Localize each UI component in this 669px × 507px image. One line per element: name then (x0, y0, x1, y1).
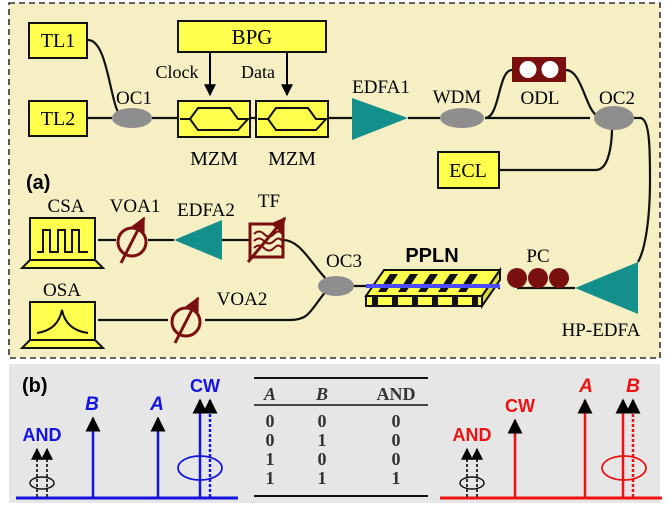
pc-controller (507, 268, 569, 288)
table-cell: 1 (318, 430, 327, 450)
voa2-attenuator (170, 296, 202, 344)
table-cell: 1 (266, 449, 275, 469)
table-cell: 1 (266, 468, 275, 488)
table-cell: 0 (318, 449, 327, 469)
table-cell: 0 (392, 411, 401, 431)
mzm1-label: MZM (190, 148, 238, 170)
panel-b-bg (9, 364, 660, 503)
edfa2-label: EDFA2 (177, 200, 235, 221)
table-cell: 0 (392, 449, 401, 469)
voa2-label: VOA2 (217, 289, 268, 310)
tf-label: TF (258, 191, 280, 212)
edfa1-label: EDFA1 (352, 77, 410, 98)
osa-label: OSA (43, 280, 81, 301)
table-header-b: B (315, 384, 328, 404)
hp-edfa-label: HP-EDFA (562, 320, 641, 341)
csa-label: CSA (48, 196, 85, 217)
table-cell: 0 (392, 430, 401, 450)
osa-analyzer (19, 301, 106, 349)
hp-edfa-amplifier (575, 262, 638, 314)
pc-label: PC (526, 246, 549, 267)
panel-a-label: (a) (26, 172, 50, 194)
bpg-box (177, 20, 327, 53)
ppln-crystal (364, 266, 502, 310)
table-cell: 1 (392, 468, 401, 488)
ecl-box (437, 151, 500, 189)
mzm2-label: MZM (268, 148, 316, 170)
table-cell: 0 (266, 411, 275, 431)
blue-b-label: B (85, 394, 99, 415)
red-cw-label: CW (505, 396, 535, 416)
red-and-label: AND (453, 425, 492, 445)
blue-a-label: A (149, 394, 164, 415)
panel-a-frame (8, 2, 661, 359)
tl1-label: TL1 (41, 30, 75, 52)
ppln-label: PPLN (405, 245, 458, 267)
table-cell: 1 (318, 468, 327, 488)
red-b-label: B (626, 376, 640, 397)
table-cell: 0 (318, 411, 327, 431)
oc1-label: OC1 (116, 88, 152, 109)
clock-label: Clock (156, 62, 199, 82)
odl-label: ODL (520, 88, 559, 109)
csa-analyzer (19, 217, 106, 269)
edfa1-amplifier (352, 98, 408, 140)
oc3-label: OC3 (326, 251, 362, 272)
blue-spectrum (16, 398, 238, 500)
oc3-coupler (318, 276, 354, 296)
mzm2-modulator (255, 100, 329, 138)
tl2-box (28, 100, 88, 137)
tl2-label: TL2 (41, 108, 75, 130)
wdm-coupler (440, 108, 484, 128)
blue-and-label: AND (23, 425, 62, 445)
odl-delay-line (512, 57, 566, 82)
oc2-label: OC2 (599, 88, 635, 109)
ecl-label: ECL (449, 160, 487, 182)
oc2-coupler (594, 106, 634, 130)
table-cell: 0 (266, 430, 275, 450)
table-header-a: A (263, 384, 276, 404)
panel-b-label: (b) (22, 375, 48, 397)
blue-cw-label: CW (190, 376, 220, 396)
edfa2-amplifier (174, 220, 222, 260)
bpg-label: BPG (232, 25, 273, 49)
voa1-label: VOA1 (110, 196, 161, 217)
wdm-label: WDM (433, 87, 482, 108)
data-label: Data (241, 62, 275, 82)
table-header-and: AND (377, 384, 416, 404)
tf-filter (246, 216, 287, 263)
fiber-paths (87, 38, 652, 322)
tl1-box (28, 22, 88, 59)
truth-table (254, 377, 428, 497)
red-a-label: A (578, 376, 593, 397)
red-spectrum (440, 398, 662, 500)
mzm1-modulator (177, 100, 251, 138)
voa1-attenuator (116, 216, 148, 264)
oc1-coupler (112, 108, 152, 128)
